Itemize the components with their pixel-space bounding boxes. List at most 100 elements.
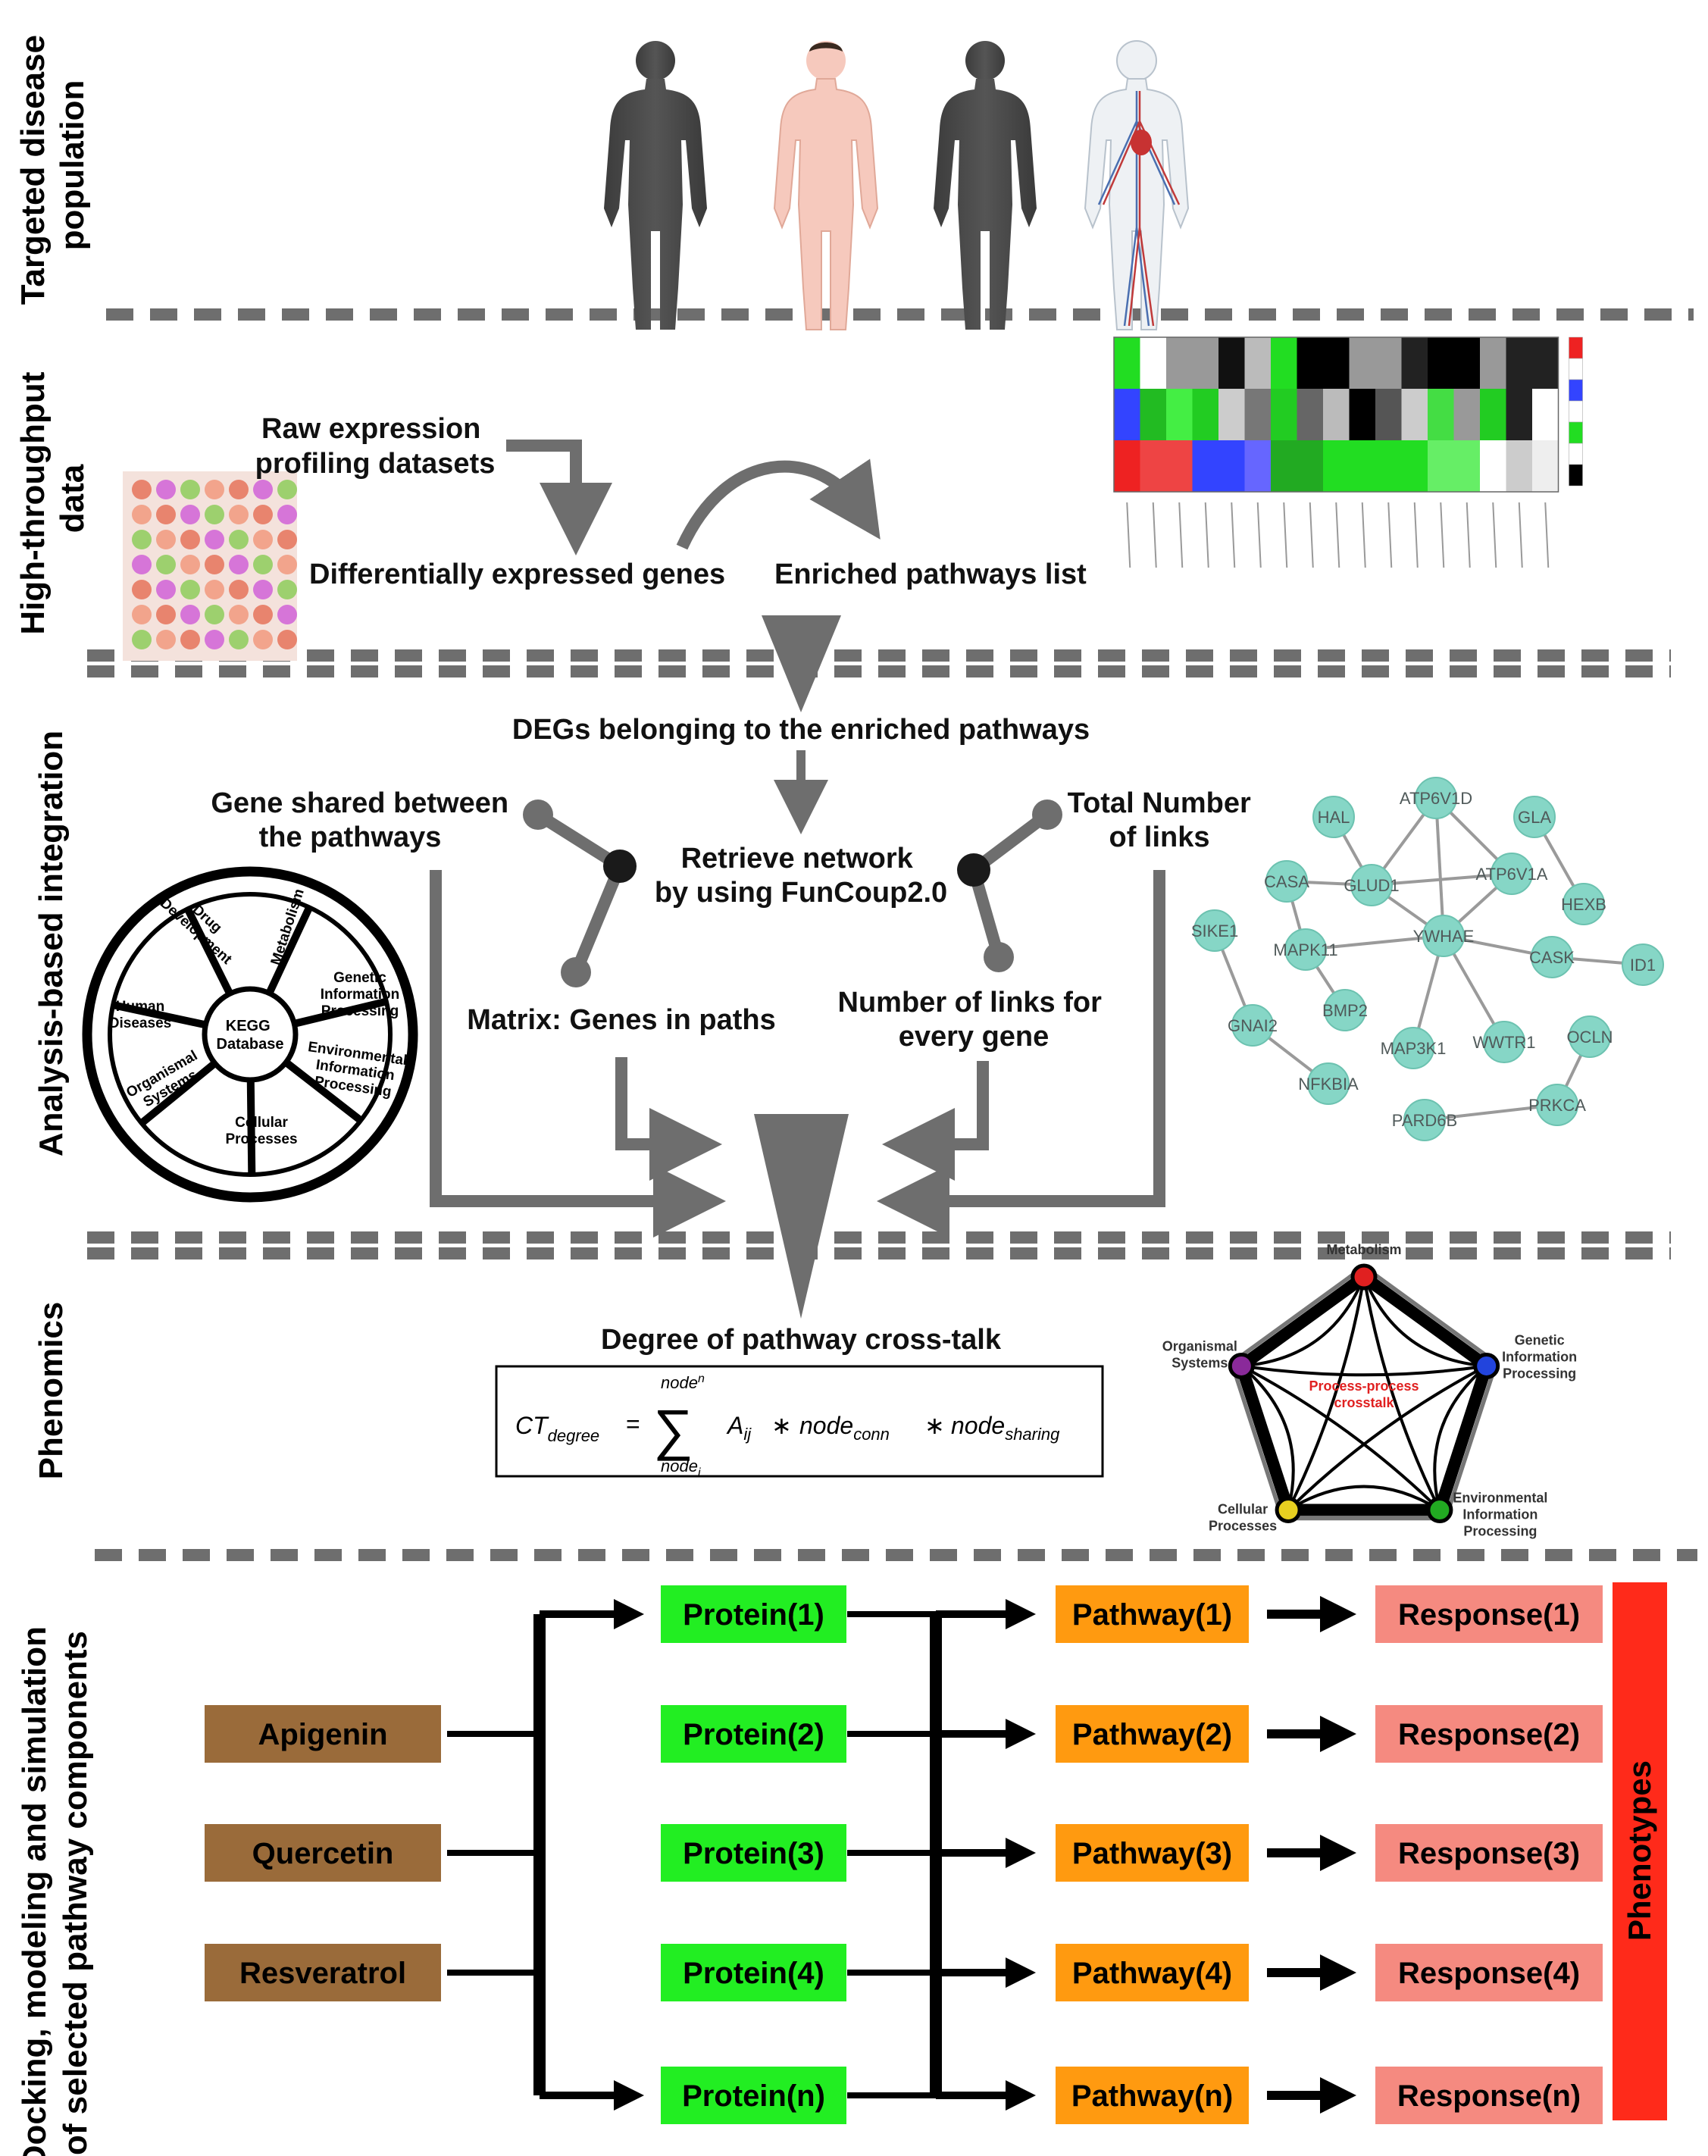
heatmap-cell [1349, 389, 1376, 441]
pentagon-node-label: Metabolism [1326, 1242, 1401, 1257]
section-label-population: Targeted disease population [14, 26, 91, 305]
heatmap-colorscale-step [1569, 443, 1583, 465]
heatmap-colorscale-step [1569, 379, 1583, 402]
enriched-pathways-label: Enriched pathways list [774, 559, 1087, 590]
microarray-spot [132, 605, 152, 624]
network-node-label: SIKE1 [1191, 922, 1238, 940]
heatmap-column-label-glyph [1335, 502, 1340, 568]
protein-box [661, 1585, 846, 1643]
microarray-spot [205, 480, 224, 499]
microarray-spot [156, 580, 176, 599]
human-figure-skin [773, 41, 879, 330]
response-box [1375, 1705, 1603, 1763]
human-figure-dark-2 [934, 41, 1037, 330]
heatmap-cell [1349, 337, 1376, 390]
pathway-box-label: Pathway(1) [1072, 1598, 1232, 1632]
microarray-spot [253, 580, 273, 599]
heatmap-column-label-glyph [1204, 502, 1209, 568]
svg-text:∗: ∗ [924, 1412, 945, 1439]
network-node-label: HAL [1318, 808, 1350, 827]
microarray-spot [132, 480, 152, 499]
heatmap-cell [1297, 440, 1324, 493]
network-edge [1424, 1103, 1558, 1122]
microarray-spot [253, 630, 273, 649]
kegg-center-label: KEGG Database [217, 1018, 284, 1053]
heatmap-cell [1506, 389, 1533, 441]
kegg-spoke [265, 906, 313, 995]
network-node [1415, 777, 1457, 819]
network-node [1193, 909, 1236, 952]
heatmap-column-label-glyph [1283, 502, 1288, 568]
heatmap-cell [1375, 440, 1402, 493]
svg-text:∑: ∑ [653, 1398, 693, 1461]
heatmap-column-label-glyph [1544, 502, 1550, 568]
heatmap-cell [1401, 337, 1428, 390]
network-node-label: WWTR1 [1472, 1033, 1535, 1052]
section-label-docking: Docking, modeling and simulation of sele… [16, 1617, 94, 2156]
raw-expression-label: Raw expression profiling datasets [255, 413, 496, 480]
network-edge [1434, 797, 1445, 937]
microarray-spot [277, 505, 297, 524]
heatmap-cell [1428, 440, 1454, 493]
microarray-spot [132, 555, 152, 574]
heatmap-cell [1480, 440, 1506, 493]
heatmap-cell [1140, 389, 1167, 441]
human-figure-vascular [1084, 40, 1190, 330]
network-node [1422, 915, 1465, 957]
svg-text:nodei: nodei [661, 1457, 701, 1479]
response-box [1375, 1944, 1603, 2001]
pathway-box-label: Pathway(n) [1071, 2079, 1233, 2113]
crosstalk-edge [1241, 1364, 1487, 1377]
crosstalk-formula: CTdegree = ∑ noden nodei Aij ∗ nodeconn … [495, 1365, 1104, 1479]
crosstalk-title: Degree of pathway cross-talk [601, 1324, 1002, 1356]
crosstalk-edge [1287, 1485, 1441, 1512]
network-node [1491, 853, 1533, 895]
response-box [1375, 1824, 1603, 1882]
microarray-spot [156, 630, 176, 649]
crosstalk-edge [1240, 1364, 1295, 1511]
response-box-label: Response(1) [1398, 1598, 1580, 1632]
microarray-spot [253, 605, 273, 624]
heatmap-cell [1218, 440, 1245, 493]
heatmap-cell [1297, 337, 1324, 390]
heatmap-cell [1532, 337, 1559, 390]
crosstalk-edge [1362, 1276, 1487, 1368]
heatmap-cell [1323, 440, 1350, 493]
heatmap-colorscale-step [1569, 421, 1583, 444]
microarray-spot [277, 580, 297, 599]
heatmap-cell [1114, 337, 1140, 390]
kegg-spoke [246, 1079, 256, 1175]
network-node [1350, 864, 1393, 906]
crosstalk-edge [1433, 1364, 1487, 1511]
raw-to-deg-arrow [506, 440, 612, 555]
pathway-box-label: Pathway(2) [1072, 1718, 1232, 1751]
microarray-spot [180, 630, 200, 649]
microarray-spot [253, 530, 273, 549]
microarray-spot [205, 505, 224, 524]
svg-text:CTdegree: CTdegree [515, 1412, 599, 1445]
kegg-spoke [184, 907, 233, 996]
heatmap-cell [1192, 389, 1219, 441]
microarray-spot [156, 530, 176, 549]
compound-box-label: Resveratrol [239, 1957, 406, 1990]
compound-box-label: Quercetin [252, 1837, 394, 1870]
heatmap-cell [1166, 440, 1193, 493]
heatmap-column-label-glyph [1361, 502, 1366, 568]
heatmap-cell [1114, 440, 1140, 493]
microarray-spot [132, 630, 152, 649]
docking-flow: ApigeninQuercetinResveratrolProtein(1)Pr… [205, 1582, 1667, 2124]
protein-box [661, 2067, 846, 2124]
network-node [1312, 796, 1355, 838]
molecule-icon-left [523, 800, 637, 987]
microarray-spot [132, 530, 152, 549]
heatmap-column-label-glyph [1387, 502, 1393, 568]
network-node [1265, 860, 1308, 903]
section-label-phenomics: Phenomics [33, 1302, 70, 1480]
pathway-box [1056, 1944, 1249, 2001]
